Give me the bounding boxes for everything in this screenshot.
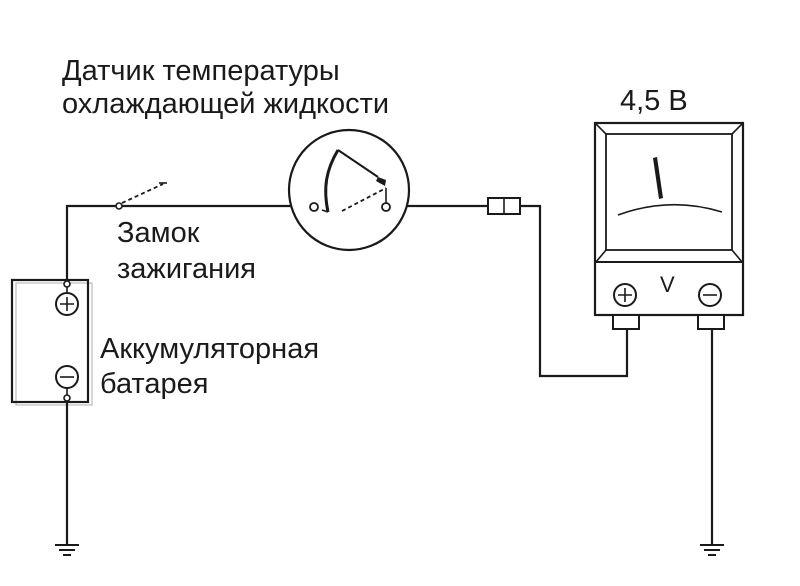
battery-label-line2: батарея	[100, 368, 208, 400]
wire-connector-to-meter-plus	[520, 204, 629, 378]
ground-icon	[55, 544, 79, 556]
meter-plus-terminal	[612, 314, 640, 330]
battery-icon	[10, 278, 93, 406]
connector-icon	[487, 197, 521, 215]
ground-icon	[700, 544, 724, 556]
wire-battery-to-switch	[65, 204, 117, 282]
temperature-sensor-icon	[287, 128, 411, 252]
ignition-switch-icon	[115, 182, 167, 210]
voltage-reading: 4,5 В	[620, 85, 688, 117]
meter-minus-terminal	[697, 314, 725, 330]
voltmeter-icon: V	[593, 121, 745, 330]
meter-unit-label: V	[660, 272, 675, 297]
battery-label-line1: Аккумуляторная	[100, 333, 319, 365]
switch-label-line2: зажигания	[117, 253, 256, 285]
meter-needle	[653, 157, 663, 199]
sensor-label-line1: Датчик температуры	[62, 55, 340, 87]
switch-label-line1: Замок	[117, 217, 200, 249]
sensor-label-line2: охлаждающей жидкости	[62, 88, 389, 120]
